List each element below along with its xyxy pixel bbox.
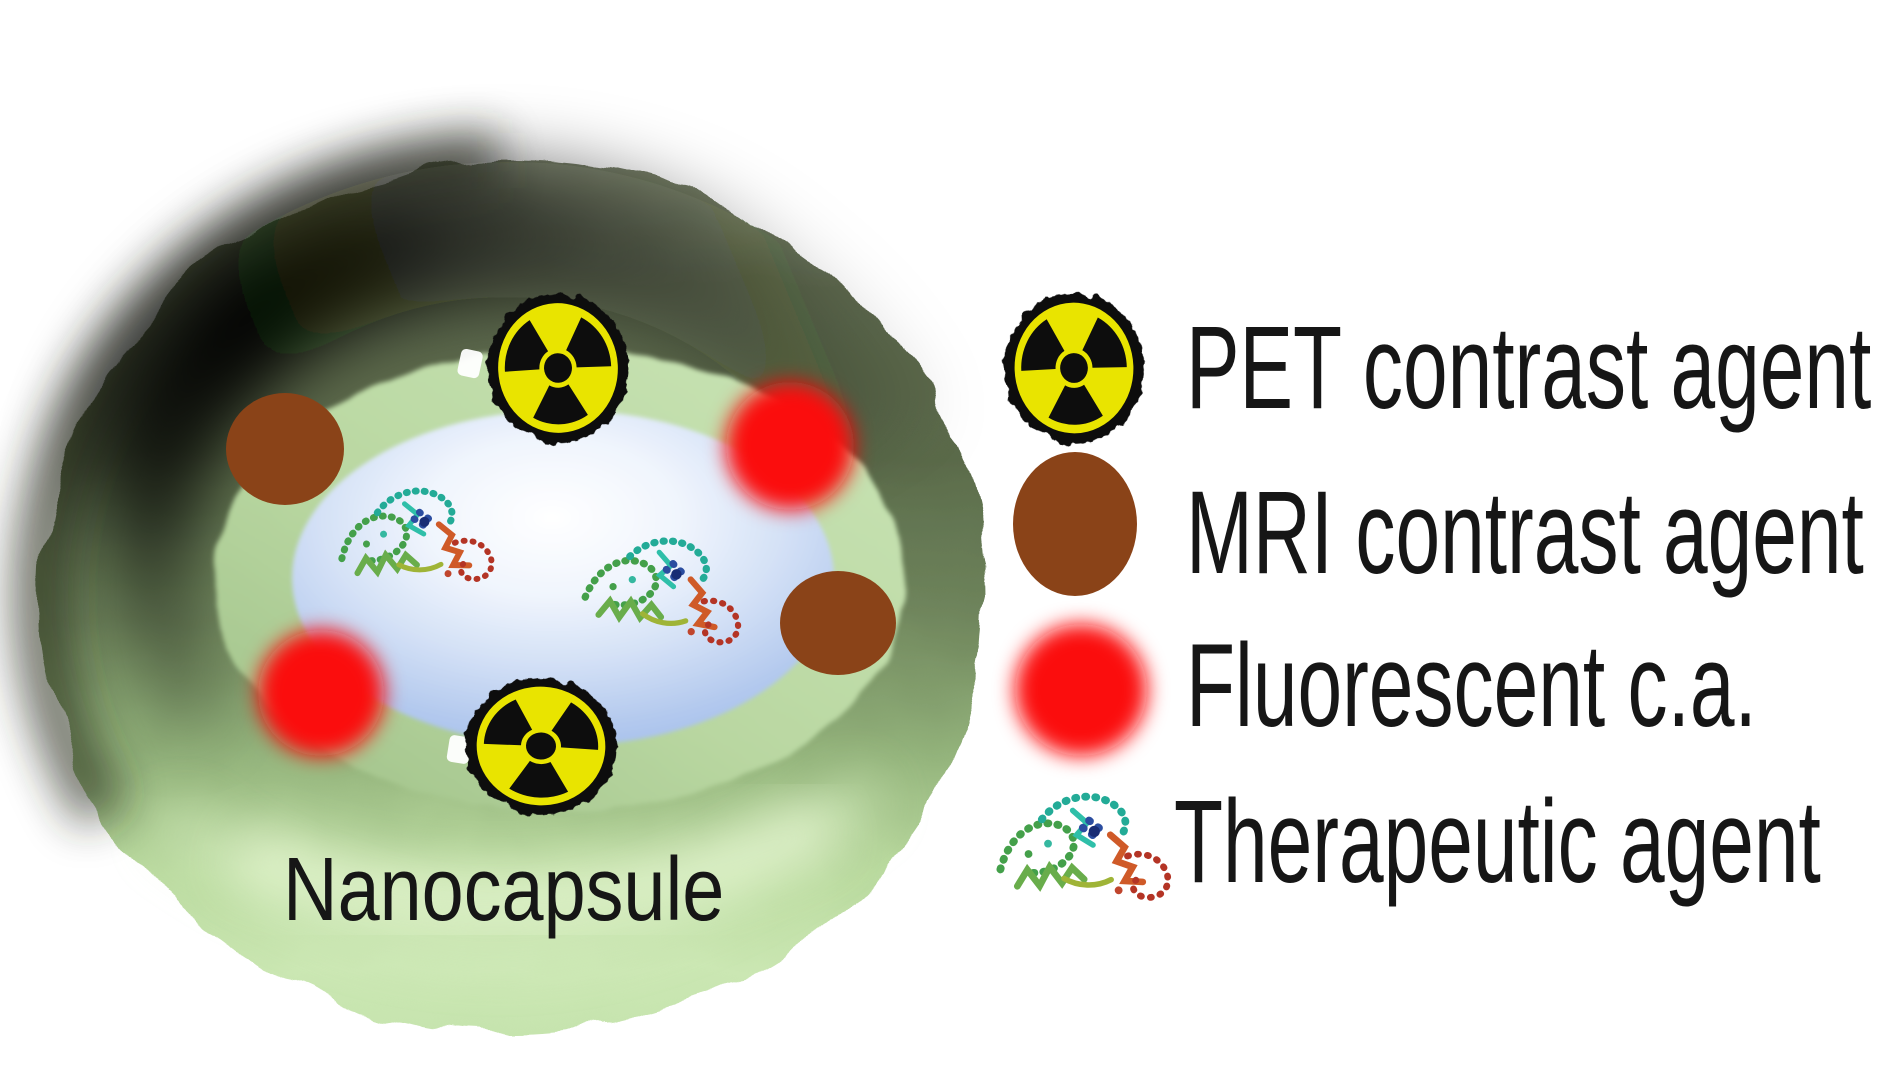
nanocapsule: Nanocapsule xyxy=(12,132,988,1032)
legend-item-label: Therapeutic agent xyxy=(1174,777,1821,908)
mri-sphere-top-left xyxy=(226,393,344,505)
nanocapsule-label: Nanocapsule xyxy=(283,839,724,940)
capsule-edge-shadow xyxy=(12,132,499,829)
fluorescent-sphere-bottom-left xyxy=(258,630,384,756)
legend: PET contrast agent MRI contrast agent Fl… xyxy=(996,290,1871,908)
legend-item-fluorescent: Fluorescent c.a. xyxy=(1015,621,1757,756)
mri-sphere-icon xyxy=(1013,452,1137,596)
capsule-shadow-band xyxy=(45,161,934,779)
ring-highlight-notch xyxy=(457,348,483,379)
ring-highlight-notch xyxy=(446,735,472,764)
legend-item-pet: PET contrast agent xyxy=(1001,290,1871,445)
mri-sphere-right xyxy=(780,571,896,675)
legend-item-mri: MRI contrast agent xyxy=(1013,452,1864,599)
radiation-icon xyxy=(1001,290,1146,445)
fluorescent-sphere-icon xyxy=(1015,624,1147,756)
fluorescent-sphere-top-right xyxy=(726,382,854,510)
legend-item-label: MRI contrast agent xyxy=(1186,468,1864,599)
legend-item-label: PET contrast agent xyxy=(1186,303,1871,434)
legend-item-label: Fluorescent c.a. xyxy=(1186,621,1757,752)
capsule-bottom-sheen xyxy=(228,796,840,925)
protein-icon xyxy=(996,791,1169,907)
legend-item-therapeutic: Therapeutic agent xyxy=(996,777,1821,908)
